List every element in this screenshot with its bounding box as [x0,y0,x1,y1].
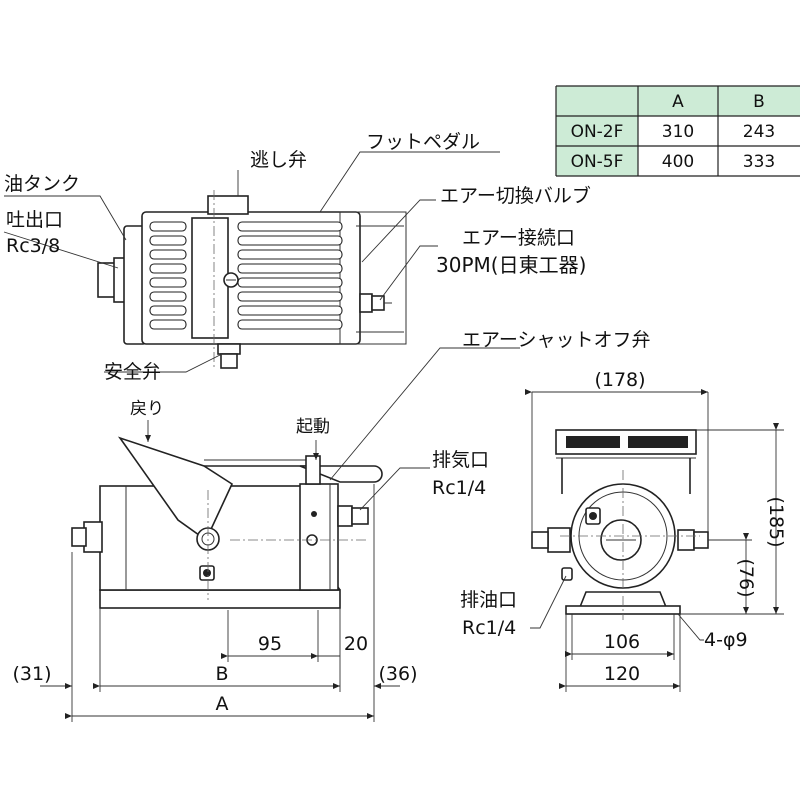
dim-106: 106 [604,631,640,653]
label-start: 起動 [296,417,330,437]
table-cell: 310 [662,122,694,142]
dim-31: (31) [12,663,51,685]
label-hole-spec: 4-φ9 [704,629,748,651]
label-exhaust-size: Rc1/4 [432,477,486,499]
table-cell: 333 [743,152,775,172]
top-view [97,190,407,370]
label-drain-size: Rc1/4 [462,617,516,639]
dim-76: (76) [735,558,757,597]
front-left-fitting [547,527,571,553]
label-air-switch-valve: エアー切換バルブ [440,184,591,207]
dim-185: (185) [765,496,787,547]
label-exhaust-port: 排気口 [432,449,489,471]
label-air-connect-port: エアー接続口 [462,227,575,249]
dim-178: (178) [594,369,645,391]
cooling-fins-right [237,221,343,330]
table-row-model: ON-2F [571,122,624,142]
relief-valve-block [207,195,249,215]
front-view-dimensions [525,389,784,692]
table-col-a: A [672,92,684,112]
dim-b: B [215,663,228,685]
cooling-fins-left [149,221,187,330]
dim-120: 120 [604,663,640,685]
safety-valve [217,343,241,355]
label-discharge-port: 吐出口 [6,209,63,231]
label-discharge-size: Rc3/8 [6,235,60,257]
label-safety-valve: 安全弁 [104,361,161,383]
top-view-leaders [3,151,500,373]
dim-a: A [216,693,229,715]
air-connector [359,293,373,313]
dim-36: (36) [378,663,417,685]
label-air-connect-spec: 30PM(日東工器) [436,253,586,277]
base-plate [99,589,341,609]
foot-pedal-side [117,436,234,542]
side-view-dimensions [40,484,400,722]
table-cell: 400 [662,152,694,172]
dim-95: 95 [258,633,282,655]
label-oil-tank: 油タンク [4,173,80,195]
spec-table: A B ON-2F 310 243 ON-5F 400 333 [555,85,800,177]
label-air-shutoff-valve: エアーシャットオフ弁 [462,329,650,351]
label-return: 戻り [130,399,164,419]
side-view-leaders [145,347,520,511]
side-view [71,436,383,609]
label-relief-valve: 逃し弁 [250,149,307,171]
table-row-model: ON-5F [571,152,624,172]
exhaust-fitting [337,505,353,527]
table-header-bg [556,86,800,116]
front-view [531,429,709,620]
front-right-fitting [677,529,695,551]
side-bracket [299,483,339,591]
table-cell: 243 [743,122,775,142]
table-col-b: B [753,92,765,112]
centre-band [191,217,229,339]
dim-20: 20 [344,633,368,655]
label-foot-pedal: フットペダル [366,131,480,153]
label-drain-port: 排油口 [460,589,517,611]
start-button [305,455,321,485]
